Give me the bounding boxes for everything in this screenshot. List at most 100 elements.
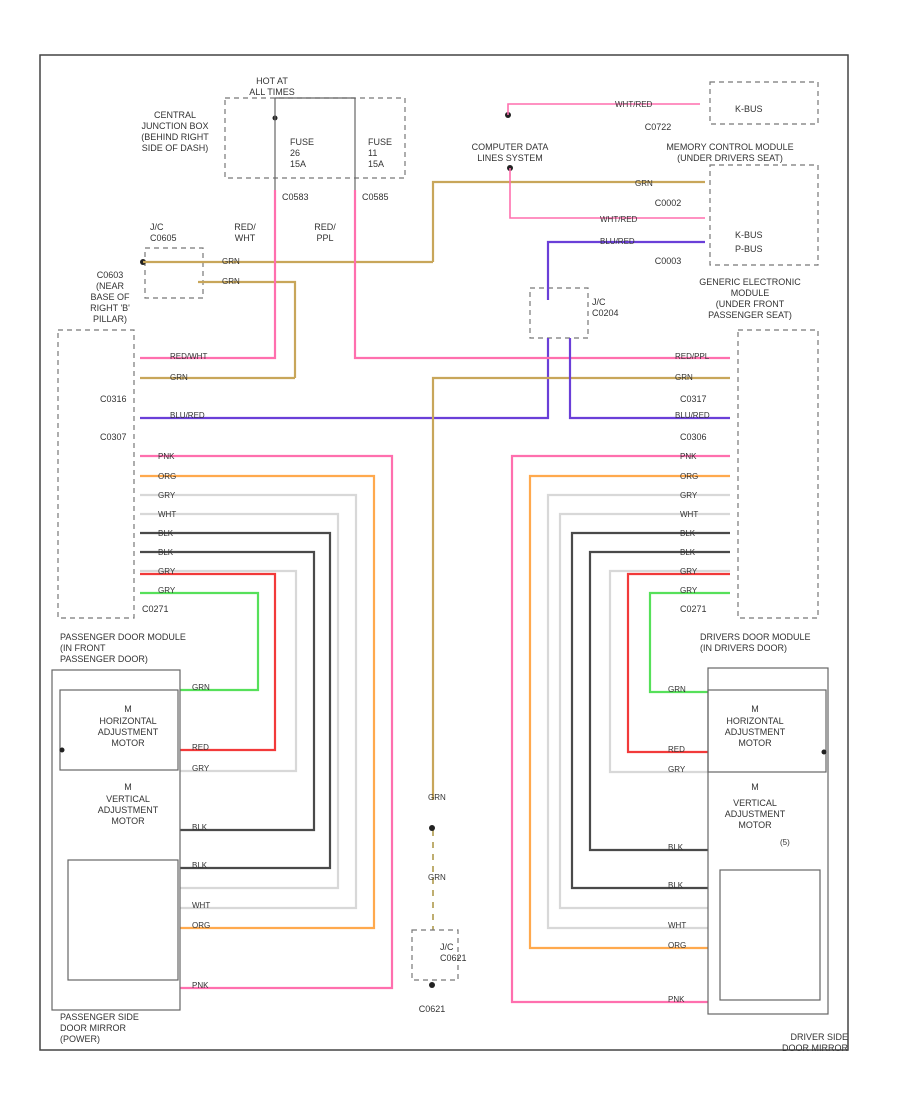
rh-label-0: PNK bbox=[680, 452, 697, 461]
jc-c0605-l2: C0605 bbox=[150, 233, 177, 243]
left-harness-wire-red bbox=[140, 572, 277, 752]
right-low-labels: GRN RED GRY BLK BLK WHT ORG PNK bbox=[668, 685, 686, 1004]
pass-mirror-l3: (POWER) bbox=[60, 1034, 100, 1044]
rl-1: RED bbox=[668, 745, 685, 754]
pass-horiz-l3: MOTOR bbox=[111, 738, 145, 748]
wire-red-ppl bbox=[353, 190, 730, 360]
pass-vert-l3: MOTOR bbox=[111, 816, 145, 826]
ground-node-2 bbox=[429, 982, 435, 988]
jc-c0204-l1: J/C bbox=[592, 297, 606, 307]
wire-wht-red-cdl bbox=[509, 168, 705, 219]
ll-6: ORG bbox=[192, 921, 210, 930]
jc-c0605-box bbox=[144, 247, 204, 299]
c0603-l2: (NEAR bbox=[96, 281, 125, 291]
c0603-l4: RIGHT 'B' bbox=[90, 303, 130, 313]
left-harness-wire-gry2 bbox=[140, 569, 298, 773]
right-harness-wire-grn bbox=[648, 591, 730, 694]
lh-label-0: PNK bbox=[158, 452, 175, 461]
wire-label-red-wht: RED/WHT bbox=[170, 352, 207, 361]
connector-c0585: C0585 bbox=[362, 192, 389, 202]
rh-label-6: GRY bbox=[680, 567, 698, 576]
drv-horiz-l1: HORIZONTAL bbox=[726, 716, 783, 726]
pbus-label: P-BUS bbox=[735, 244, 763, 254]
right-harness-wire-blk bbox=[570, 531, 730, 890]
drv-vert-l3: MOTOR bbox=[738, 820, 772, 830]
wire-label-blu-red: BLU/RED bbox=[600, 237, 635, 246]
left-harness-wire-blk2 bbox=[140, 550, 316, 832]
drv-horiz-l2: ADJUSTMENT bbox=[725, 727, 786, 737]
wire-wht-red-top bbox=[507, 103, 700, 115]
pass-horiz-l2: ADJUSTMENT bbox=[98, 727, 159, 737]
jc-c0204-group: J/C C0204 bbox=[529, 287, 619, 339]
center-grn-1: GRN bbox=[428, 793, 446, 802]
wire-label-wht-red: WHT/RED bbox=[615, 100, 653, 109]
wire-blu-red-top bbox=[546, 240, 705, 300]
left-harness-wire-grn bbox=[140, 591, 260, 692]
connector-c0621: C0621 bbox=[419, 1004, 446, 1014]
connector-c0271-right: C0271 bbox=[680, 604, 707, 614]
right-harness-wire-gry2 bbox=[608, 569, 730, 774]
right-harness-wire-pnk bbox=[510, 454, 730, 1004]
connector-c0583: C0583 bbox=[282, 192, 309, 202]
red-ppl-l2: PPL bbox=[316, 233, 333, 243]
gem-left-box bbox=[57, 329, 135, 619]
driver-horiz-motor-box bbox=[707, 689, 827, 773]
gem-line4: PASSENGER SEAT) bbox=[708, 310, 792, 320]
memory-control-module: K-BUS C0722 MEMORY CONTROL MODULE (UNDER… bbox=[472, 81, 819, 266]
driver-switch-box bbox=[719, 869, 821, 1001]
rl-7: PNK bbox=[668, 995, 685, 1004]
pass-horiz-l1: HORIZONTAL bbox=[99, 716, 156, 726]
driver-door-mirror: DRIVERS DOOR MODULE (IN DRIVERS DOOR) M … bbox=[700, 632, 848, 1053]
right-harness-wire-wht bbox=[558, 512, 730, 910]
central-junction-box: HOT AT ALL TIMES CENTRAL JUNCTION BOX (B… bbox=[141, 76, 406, 243]
cjb-line3: (BEHIND RIGHT bbox=[141, 132, 209, 142]
cjb-line2: JUNCTION BOX bbox=[141, 121, 208, 131]
wire-blu-red-r bbox=[568, 338, 730, 420]
connector-c0722: C0722 bbox=[645, 122, 672, 132]
wire-blu-red-main bbox=[140, 338, 550, 420]
fuse-a-l3: 15A bbox=[290, 159, 306, 169]
left-harness-wire-pnk bbox=[140, 454, 394, 990]
mcm-line1: MEMORY CONTROL MODULE bbox=[666, 142, 793, 152]
rh-label-4: BLK bbox=[680, 529, 696, 538]
right-harness-wire-blk2 bbox=[588, 550, 730, 852]
jc-c0204-box bbox=[529, 287, 589, 339]
wire-label-blu-red-l: BLU/RED bbox=[170, 411, 205, 420]
right-harness-wire-gry bbox=[546, 493, 730, 930]
cjb-line4: SIDE OF DASH) bbox=[142, 143, 209, 153]
lh-label-1: ORG bbox=[158, 472, 176, 481]
fuse-a-l2: 26 bbox=[290, 148, 300, 158]
wire-label-grn-r: GRN bbox=[675, 373, 693, 382]
pdm-line1: PASSENGER DOOR MODULE bbox=[60, 632, 186, 642]
pass-horiz-m: M bbox=[124, 704, 132, 714]
drv-vert-m: M bbox=[751, 782, 759, 792]
red-wht-l2: WHT bbox=[235, 233, 256, 243]
lh-label-6: GRY bbox=[158, 567, 176, 576]
ll-4: BLK bbox=[192, 861, 208, 870]
gem-line1: GENERIC ELECTRONIC bbox=[699, 277, 801, 287]
jc-c0621-l1: J/C bbox=[440, 942, 454, 952]
pass-vert-l1: VERTICAL bbox=[106, 794, 150, 804]
lh-label-2: GRY bbox=[158, 491, 176, 500]
driver-mirror-box bbox=[707, 667, 829, 1015]
drv-pin-note: (5) bbox=[780, 838, 790, 847]
mcm-box bbox=[709, 164, 819, 266]
pass-mirror-l1: PASSENGER SIDE bbox=[60, 1012, 139, 1022]
wire-grn-l2 bbox=[198, 280, 297, 378]
driver-node bbox=[821, 749, 827, 755]
connector-c0002: C0002 bbox=[655, 198, 682, 208]
c0603-l1: C0603 bbox=[97, 270, 124, 280]
right-harness-wire-red bbox=[626, 572, 730, 754]
ground-node-1 bbox=[429, 825, 435, 831]
ll-5: WHT bbox=[192, 901, 210, 910]
kbus-label-1: K-BUS bbox=[735, 104, 763, 114]
pass-node bbox=[59, 747, 65, 753]
drv-vert-l1: VERTICAL bbox=[733, 798, 777, 808]
gem-line3: (UNDER FRONT bbox=[716, 299, 785, 309]
pass-mirror-l2: DOOR MIRROR bbox=[60, 1023, 126, 1033]
left-harness-wire-gry bbox=[140, 493, 358, 910]
kbus-box bbox=[709, 81, 819, 125]
connector-c0307: C0307 bbox=[100, 432, 127, 442]
kbus-label-2: K-BUS bbox=[735, 230, 763, 240]
